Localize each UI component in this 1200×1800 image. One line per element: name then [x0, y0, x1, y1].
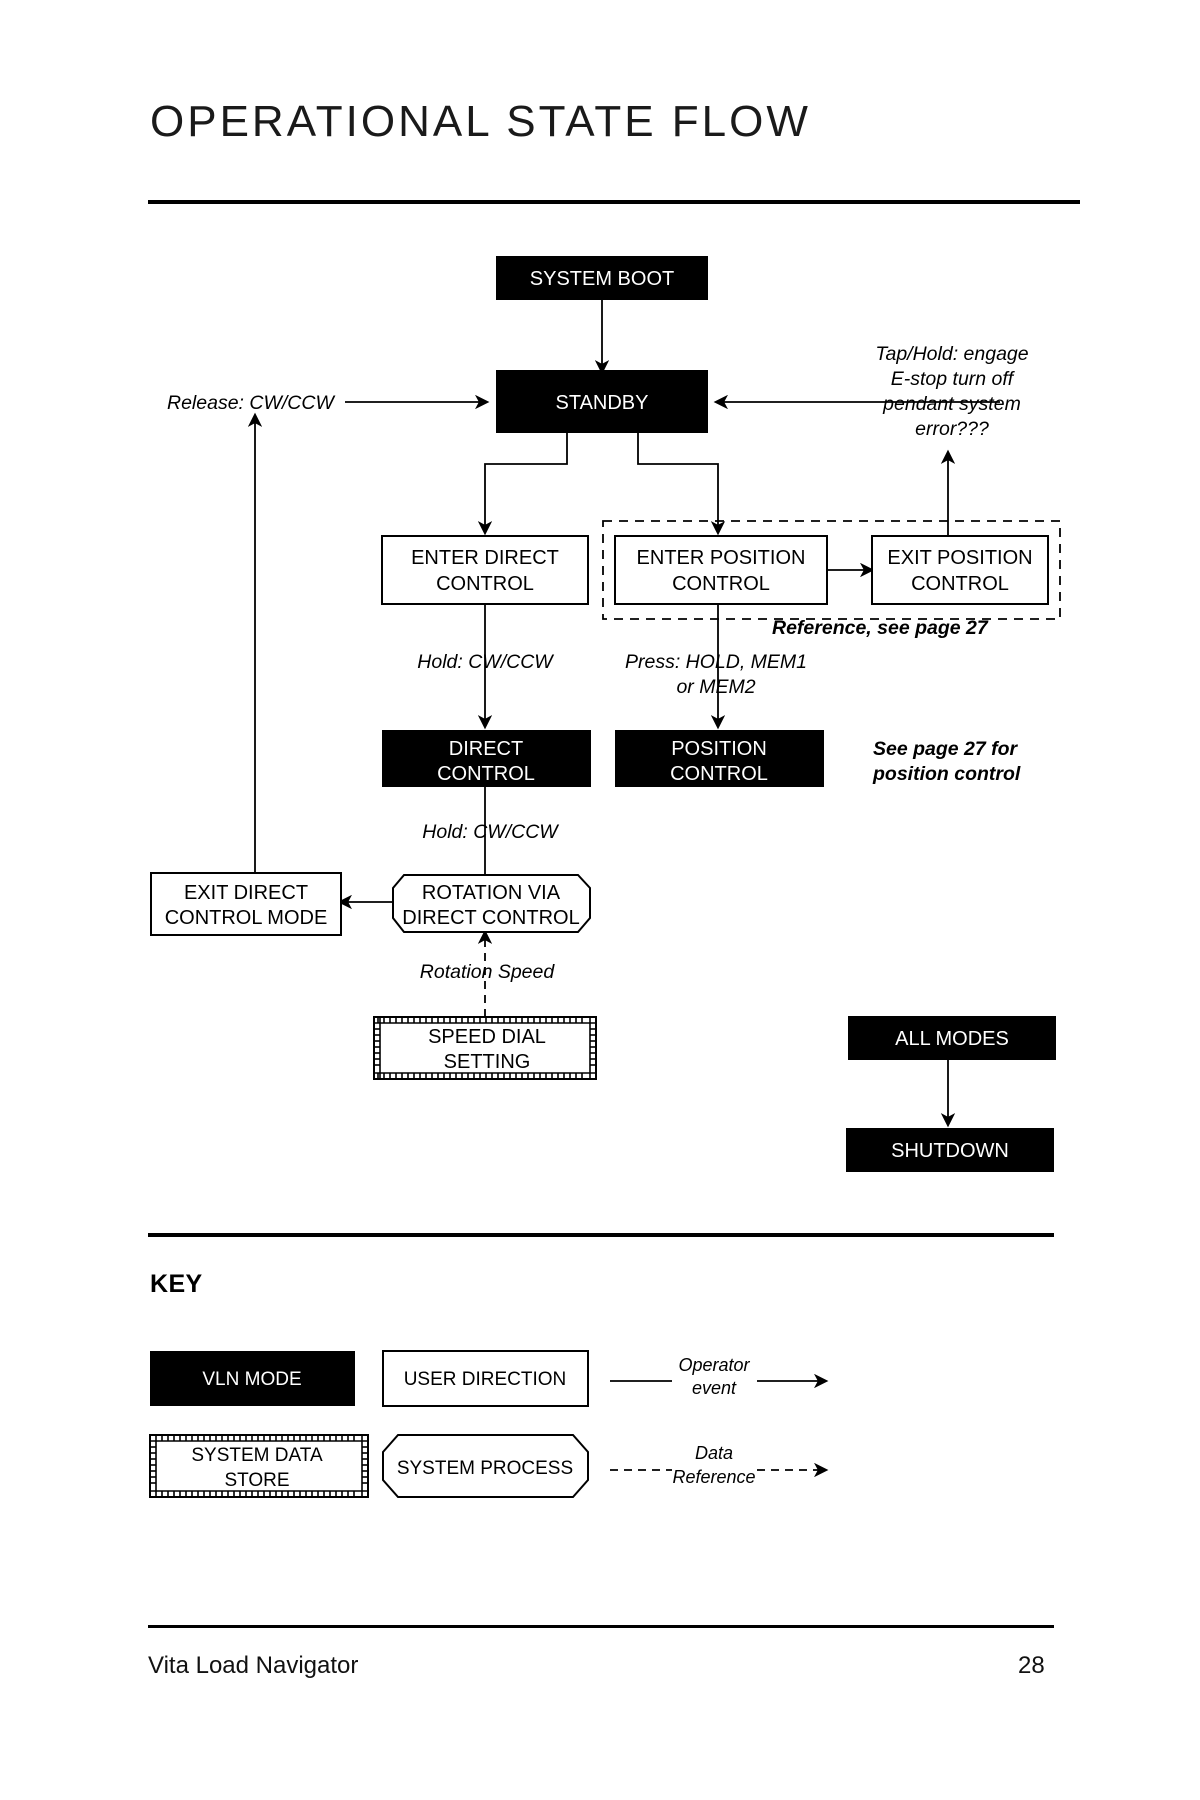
node-exit-direct-control-mode-line2: CONTROL MODE	[165, 907, 328, 929]
edge-label-tap-hold-line4: error???	[915, 418, 989, 440]
node-enter-direct-control[interactable]: ENTER DIRECT CONTROL	[381, 535, 589, 605]
node-direct-control[interactable]: DIRECT CONTROL	[382, 730, 591, 787]
key-legend-data-reference: Data Reference	[610, 1443, 829, 1487]
node-direct-control-line2: CONTROL	[437, 763, 535, 785]
node-direct-control-line1: DIRECT	[449, 738, 523, 760]
key-data-store-hatching	[149, 1434, 369, 1498]
edge-label-hold-cwccw-1: Hold: CW/CCW	[417, 651, 554, 673]
edge-label-tap-hold-line2: E-stop turn off	[891, 368, 1016, 390]
annotation-position-note-line2: position control	[872, 763, 1021, 785]
footer-doc-name: Vita Load Navigator	[148, 1652, 359, 1679]
key-item-system-data-store: SYSTEM DATA STORE	[149, 1434, 369, 1498]
node-speed-dial-setting-line1: SPEED DIAL	[428, 1026, 546, 1048]
node-standby-label: STANDBY	[556, 392, 649, 414]
edge-label-press-hold-mem-line2: or MEM2	[676, 676, 755, 698]
key-divider	[148, 1233, 1054, 1237]
node-system-boot[interactable]: SYSTEM BOOT	[496, 256, 708, 300]
node-speed-dial-setting-line2: SETTING	[444, 1051, 531, 1073]
node-rotation-via-direct-control-line1: ROTATION VIA	[422, 882, 561, 904]
footer-page-number: 28	[1018, 1652, 1045, 1679]
page-title: OPERATIONAL STATE FLOW	[150, 97, 811, 146]
node-exit-direct-control-mode-line1: EXIT DIRECT	[184, 882, 308, 904]
node-enter-position-control[interactable]: ENTER POSITION CONTROL	[614, 535, 828, 605]
edge-label-tap-hold-line3: pendant system	[882, 393, 1021, 415]
node-enter-position-control-line2: CONTROL	[672, 573, 770, 595]
node-standby[interactable]: STANDBY	[496, 370, 708, 433]
key-item-system-process-label: SYSTEM PROCESS	[397, 1458, 573, 1479]
node-enter-direct-control-line2: CONTROL	[436, 573, 534, 595]
key-legend-operator-event-line1: Operator	[678, 1355, 750, 1375]
node-enter-position-control-line1: ENTER POSITION	[637, 547, 806, 569]
key-item-user-direction: USER DIRECTION	[382, 1350, 589, 1407]
node-exit-position-control-line2: CONTROL	[911, 573, 1009, 595]
key-heading: KEY	[150, 1270, 203, 1298]
edge-label-hold-cwccw-2: Hold: CW/CCW	[422, 821, 559, 843]
node-position-control-line1: POSITION	[671, 738, 767, 760]
edge-label-tap-hold-line1: Tap/Hold: engage	[875, 343, 1028, 365]
node-enter-direct-control-line1: ENTER DIRECT	[411, 547, 559, 569]
edge-label-rotation-speed: Rotation Speed	[420, 961, 556, 983]
annotation-position-note-line1: See page 27 for	[873, 738, 1019, 760]
edge-label-release-cwccw: Release: CW/CCW	[167, 392, 335, 414]
key-item-vln-mode-label: VLN MODE	[202, 1369, 301, 1390]
edge-standby-to-enter-position	[637, 432, 726, 536]
footer-divider	[148, 1625, 1054, 1628]
node-position-control-line2: CONTROL	[670, 763, 768, 785]
key-legend-operator-event: Operator event	[610, 1355, 829, 1398]
key-item-user-direction-label: USER DIRECTION	[404, 1369, 567, 1390]
annotation-reference-page-27: Reference, see page 27	[772, 617, 989, 639]
node-exit-direct-control-mode[interactable]: EXIT DIRECT CONTROL MODE	[150, 872, 342, 936]
node-shutdown[interactable]: SHUTDOWN	[846, 1128, 1054, 1172]
key-legend-operator-event-line2: event	[692, 1378, 737, 1398]
header-divider	[148, 200, 1080, 204]
key-item-system-process: SYSTEM PROCESS	[382, 1434, 589, 1498]
node-system-boot-label: SYSTEM BOOT	[530, 268, 674, 290]
data-store-hatching	[373, 1016, 597, 1080]
node-exit-position-control[interactable]: EXIT POSITION CONTROL	[871, 535, 1049, 605]
node-speed-dial-setting[interactable]: SPEED DIAL SETTING	[373, 1016, 597, 1080]
key-item-vln-mode: VLN MODE	[150, 1351, 355, 1406]
node-position-control[interactable]: POSITION CONTROL	[615, 730, 824, 787]
node-exit-position-control-line1: EXIT POSITION	[887, 547, 1032, 569]
key-legend-data-reference-line1: Data	[695, 1443, 733, 1463]
node-shutdown-label: SHUTDOWN	[891, 1140, 1009, 1162]
key-item-system-data-store-line1: SYSTEM DATA	[191, 1445, 323, 1466]
edge-standby-to-enter-direct	[477, 432, 568, 536]
node-all-modes[interactable]: ALL MODES	[848, 1016, 1056, 1060]
node-all-modes-label: ALL MODES	[895, 1028, 1009, 1050]
key-legend-data-reference-line2: Reference	[672, 1467, 755, 1487]
key-item-system-data-store-line2: STORE	[224, 1470, 289, 1491]
position-control-group	[602, 520, 1061, 620]
edge-label-press-hold-mem-line1: Press: HOLD, MEM1	[625, 651, 807, 673]
node-rotation-via-direct-control-line2: DIRECT CONTROL	[402, 907, 579, 929]
node-rotation-via-direct-control[interactable]: ROTATION VIA DIRECT CONTROL	[392, 874, 591, 933]
